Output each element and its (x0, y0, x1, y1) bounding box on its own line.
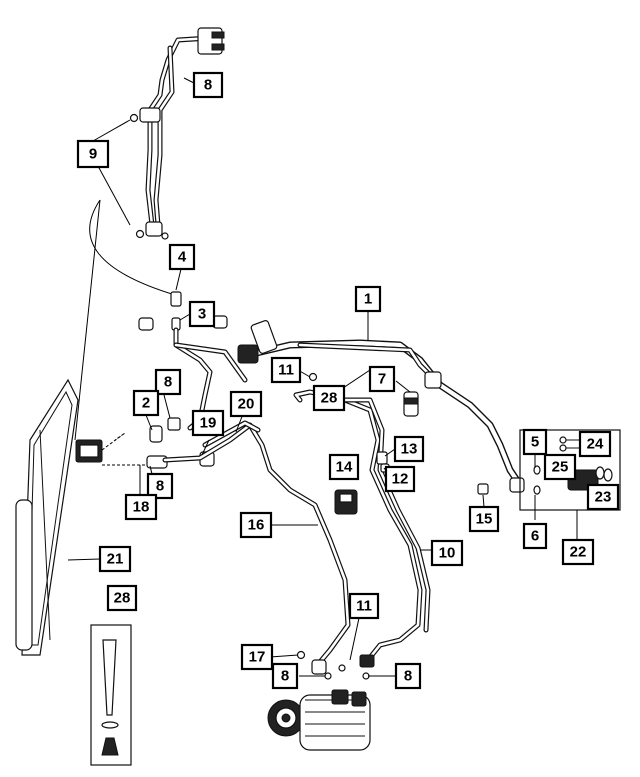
svg-text:28: 28 (321, 390, 338, 407)
callout-25: 23 (586, 483, 620, 511)
callout-26: 24 (578, 430, 612, 458)
discharge-hose-18 (162, 420, 351, 675)
callout-16: 14 (328, 453, 360, 481)
svg-text:10: 10 (439, 545, 456, 562)
svg-text:11: 11 (278, 362, 294, 379)
svg-text:8: 8 (164, 374, 172, 391)
callout-1: 1 (354, 285, 382, 313)
o-ring (129, 113, 139, 123)
svg-text:23: 23 (595, 489, 612, 506)
svg-text:17: 17 (249, 649, 266, 666)
svg-text:3: 3 (198, 306, 206, 323)
svg-text:4: 4 (178, 249, 187, 266)
gasket-detail-28 (90, 624, 132, 766)
callout-11: 10 (430, 539, 464, 567)
svg-text:8: 8 (281, 668, 289, 685)
callout-14: 12 (384, 465, 416, 493)
callout-13: 11 (270, 356, 302, 384)
liquid-line-1 (173, 320, 525, 493)
o-ring (135, 229, 145, 239)
callout-27: 25 (543, 453, 577, 481)
callout-15: 13 (393, 435, 425, 463)
svg-text:16: 16 (248, 517, 265, 534)
callout-7: 7 (368, 365, 396, 393)
svg-text:15: 15 (476, 511, 493, 528)
svg-text:24: 24 (587, 436, 604, 453)
svg-text:1: 1 (364, 291, 372, 308)
callout-19: 17 (240, 643, 274, 671)
svg-text:21: 21 (107, 551, 124, 568)
callout-18: 16 (239, 511, 273, 539)
callout-3: 3 (188, 300, 216, 328)
svg-text:12: 12 (392, 471, 409, 488)
svg-text:22: 22 (570, 544, 587, 561)
svg-text:8: 8 (204, 77, 212, 94)
callout-12: 11 (348, 592, 380, 620)
callout-9: 8 (192, 71, 224, 99)
svg-text:6: 6 (531, 528, 539, 545)
callout-2: 2 (132, 389, 160, 417)
callout-8-compressor-left: 8 (271, 662, 299, 690)
svg-text:20: 20 (238, 396, 255, 413)
receiver-drier (15, 499, 33, 651)
callout-17: 15 (468, 505, 500, 533)
svg-text:5: 5 (531, 434, 539, 451)
callout-20: 18 (124, 493, 158, 521)
svg-text:18: 18 (133, 499, 150, 516)
svg-text:28: 28 (114, 590, 131, 607)
svg-text:19: 19 (200, 415, 217, 432)
svg-text:14: 14 (336, 459, 353, 476)
svg-text:13: 13 (401, 441, 418, 458)
svg-text:25: 25 (552, 459, 569, 476)
suction-hose-11 (293, 389, 431, 668)
svg-text:11: 11 (356, 598, 372, 615)
callout-24: 22 (561, 538, 595, 566)
pressure-switch-16 (334, 489, 358, 515)
svg-text:2: 2 (142, 395, 150, 412)
callout-23: 21 (98, 545, 132, 573)
callout-10: 9 (76, 139, 110, 169)
svg-text:8: 8 (404, 668, 412, 685)
leader-lines (67, 77, 536, 677)
tube-assembly-9 (129, 27, 225, 240)
callout-6: 6 (522, 522, 548, 550)
fitting-parts (101, 291, 228, 469)
callout-5: 5 (522, 428, 548, 456)
callout-8-compressor-right: 8 (394, 662, 422, 690)
callout-21: 19 (191, 409, 225, 437)
callout-8-top: 8 (154, 368, 182, 396)
compressor (267, 689, 371, 751)
callout-28-top: 28 (312, 384, 346, 412)
condenser (15, 378, 103, 656)
callout-28-bottom: 28 (106, 584, 138, 612)
callout-4: 4 (168, 243, 196, 271)
svg-text:9: 9 (89, 146, 97, 163)
svg-text:7: 7 (378, 371, 386, 388)
callout-22: 20 (229, 390, 263, 418)
svg-text:8: 8 (156, 478, 164, 495)
